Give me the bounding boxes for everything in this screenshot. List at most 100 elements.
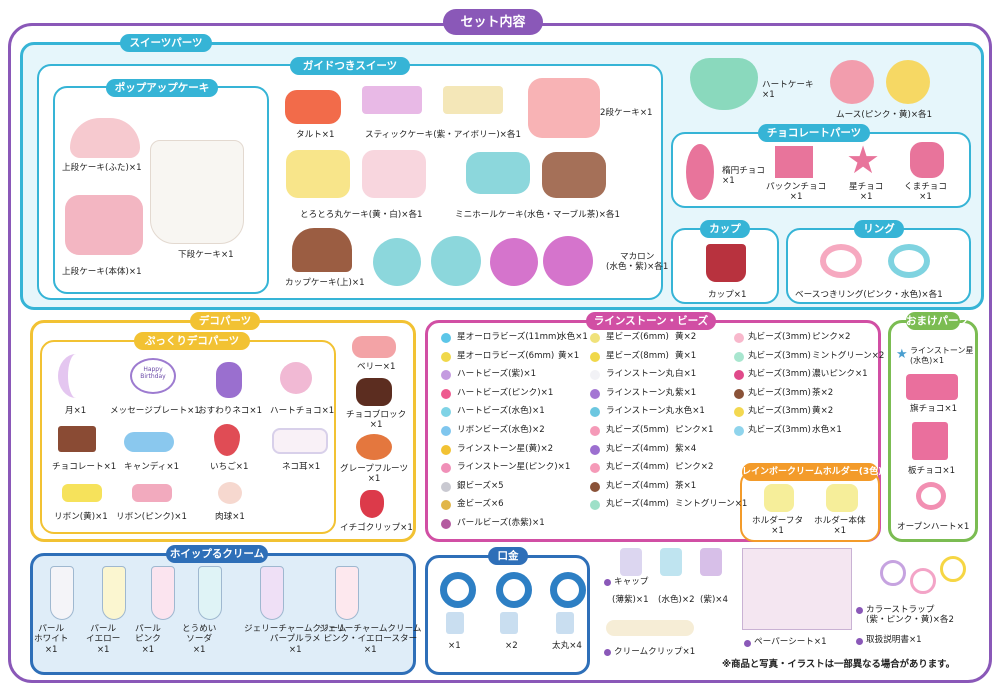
stone-name: ハートビーズ(水色)×1 [457,406,545,417]
cupcake-top-icon [292,228,352,272]
stick-ivory-icon [443,86,503,114]
gem-dot-icon [734,388,744,399]
plank-choco-label: 板チョコ×1 [908,466,956,476]
caps-right-label: (紫)×4 [700,595,728,605]
stick-label: スティックケーキ(紫・アイボリー)×各1 [365,130,521,140]
flag-choco-icon [906,374,958,400]
disclaimer-text: ※商品と写真・イラストは一部異なる場合があります。 [722,659,955,670]
ribbon-pink-label: リボン(ピンク)×1 [116,512,187,522]
stone-color: 紫×4 [675,443,697,454]
stone-color: ピンク×2 [675,462,714,473]
stone-name: 丸ビーズ(3mm) [748,425,811,435]
pakkun-choco-icon [775,146,813,178]
choco-label: チョコレートパーツ [758,124,870,142]
gem-dot-icon [590,370,600,381]
cream-bag-icon [50,566,74,620]
ribbon-pink-icon [132,484,172,502]
gem-dot-icon [590,426,600,436]
sweets-label: スイーツパーツ [120,34,212,52]
moon-icon [58,354,94,398]
stone-color: ピンク×1 [675,425,714,435]
stone-name: ラインストーン丸 [606,369,675,380]
stone-name: ラインストーン星(ピンク)×1 [457,462,571,473]
torotoro-yellow-icon [286,150,350,198]
candy-icon [124,432,174,452]
berry-label: ベリー×1 [357,362,396,372]
stone-name: 丸ビーズ(3mm) [748,332,811,342]
stone-name: 丸ビーズ(5mm) [606,425,669,435]
heart-cake-icon [690,58,758,110]
strawberry-icon [214,424,240,456]
whip-label: ジェリーチャームクリーム ピンク・イエロースター ×1 [319,624,422,655]
stone-name: ラインストーン丸 [606,387,675,398]
star-stone-icon: ★ [896,347,908,362]
ring-blue-icon [888,244,930,278]
whip-label: ホイップるクリーム [166,545,268,563]
stone-color: 黄×2 [812,406,834,417]
oval-choco-icon [686,144,714,200]
gem-dot-icon [734,333,744,343]
stone-color: ミントグリーン×2 [812,350,885,361]
ribbon-yellow-label: リボン(黄)×1 [54,512,108,522]
stone-name: 星ビーズ(6mm) [606,332,669,342]
stone-name: ラインストーン星(黄)×2 [457,443,554,454]
stone-color: ピンク×2 [812,332,851,342]
cream-bag-icon [198,566,222,620]
gem-dot-icon [734,407,744,418]
grapefruit-label: グレープフルーツ ×1 [340,464,409,485]
stone-name: 丸ビーズ(4mm) [606,499,669,510]
caps-label: キャップ [614,577,649,587]
gem-dot-icon [734,351,744,362]
stone-name: 丸ビーズ(4mm) [606,480,669,491]
mini-blue-icon [466,152,530,194]
bonus-label: おまけパーツ [906,312,969,330]
message-label: メッセージプレート×1 [110,406,200,416]
caps-mid-label: (水色)×2 [658,595,695,605]
grapefruit-icon [356,434,392,460]
cap-purple-icon [700,548,722,576]
strap-pink-icon [910,568,936,594]
paw-icon [218,482,242,504]
gem-dot-icon [590,500,600,511]
ring-label: リング [854,220,904,238]
pukkuri-label: ぷっくりデコパーツ [134,332,250,350]
gem-dot-icon [441,370,451,381]
cap-blue-icon [660,548,682,576]
gem-dot-icon [590,463,600,474]
holder-lid-icon [764,484,794,512]
stone-name: 丸ビーズ(3mm) [748,387,811,398]
nozzle-3-label: 太丸×4 [552,641,582,651]
gem-dot-icon [441,333,451,343]
stone-color: 水色×1 [812,425,842,435]
whip-label: ジェリーチャームクリーム パープルラメ ×1 [244,624,347,655]
nozzle-1-icon [446,612,464,634]
stone-name: ラインストーン丸 [606,406,675,417]
deco-label: デコパーツ [190,312,260,330]
ring-section [786,228,971,304]
stone-name: 星ビーズ(8mm) [606,350,669,361]
cat-ear-icon [272,428,328,454]
stone-name: ハートビーズ(ピンク)×1 [457,387,554,398]
stone-name: 銀ビーズ×5 [457,480,504,491]
stone-color: 茶×2 [812,387,834,398]
stone-color: 濃いピンク×1 [812,369,868,380]
cream-clip-label: クリームクリップ×1 [614,647,696,657]
mousse-label: ムース(ピンク・黄)×各1 [836,110,933,120]
plate-text: Happy Birthday [140,366,166,381]
choco-block-icon [356,378,392,406]
moon-label: 月×1 [65,406,87,416]
manual-bullet-icon [856,638,863,645]
berry-icon [352,336,396,358]
nozzle-2-label: ×2 [505,641,518,651]
clip-bullet-icon [604,649,611,656]
cat-ear-label: ネコ耳×1 [282,462,321,472]
bear-choco-icon [910,142,944,178]
holder-body-label: ホルダー本体 ×1 [814,516,866,537]
heart-cake-label: ハートケーキ ×1 [762,80,814,101]
gem-dot-icon [734,370,744,381]
stone-color: 白×1 [675,369,697,380]
stone-color: 黄×1 [558,350,580,361]
paper-label: ペーパーシート×1 [754,637,827,647]
gem-dot-icon [441,463,451,474]
ribbon-yellow-icon [62,484,102,502]
